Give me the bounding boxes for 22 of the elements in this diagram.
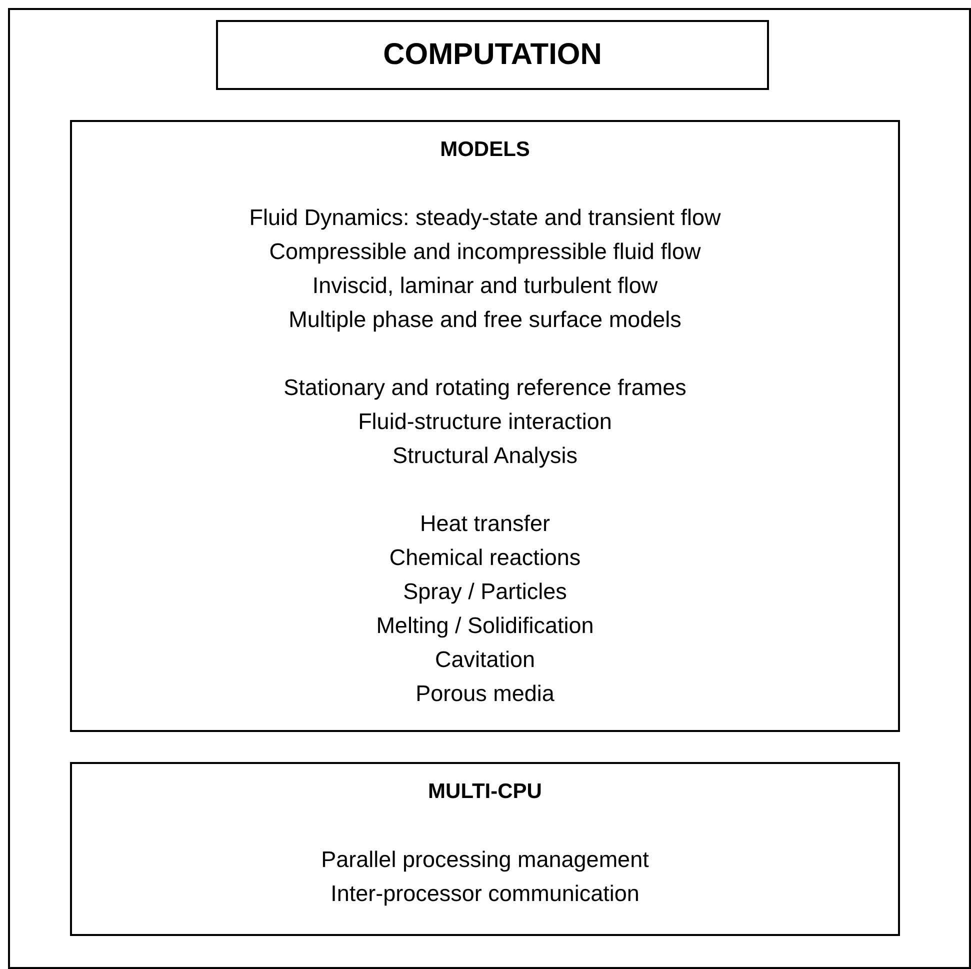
list-item: Fluid-structure interaction bbox=[357, 408, 613, 436]
list-item: Porous media bbox=[414, 680, 556, 708]
list-item: Chemical reactions bbox=[388, 544, 582, 572]
list-item: Stationary and rotating reference frames bbox=[282, 374, 688, 402]
section-heading: MULTI-CPU bbox=[427, 779, 543, 805]
section-panel bbox=[70, 120, 900, 732]
list-item: Inviscid, laminar and turbulent flow bbox=[311, 272, 659, 300]
list-item: Compressible and incompressible fluid flow bbox=[268, 238, 702, 266]
list-item: Heat transfer bbox=[418, 510, 552, 538]
list-item: Inter-processor communication bbox=[330, 880, 640, 908]
list-item: Multiple phase and free surface models bbox=[288, 306, 682, 334]
section-heading: MODELS bbox=[439, 137, 531, 163]
list-item: Parallel processing management bbox=[320, 846, 650, 874]
title-text: COMPUTATION bbox=[382, 37, 603, 73]
title-box bbox=[216, 20, 769, 90]
list-item: Spray / Particles bbox=[402, 578, 568, 606]
frame-border bbox=[8, 8, 971, 969]
list-item: Cavitation bbox=[434, 646, 536, 674]
list-item: Fluid Dynamics: steady-state and transient flow bbox=[248, 204, 722, 232]
section-panel bbox=[70, 762, 900, 936]
list-item: Melting / Solidification bbox=[375, 612, 595, 640]
list-item: Structural Analysis bbox=[391, 442, 579, 470]
